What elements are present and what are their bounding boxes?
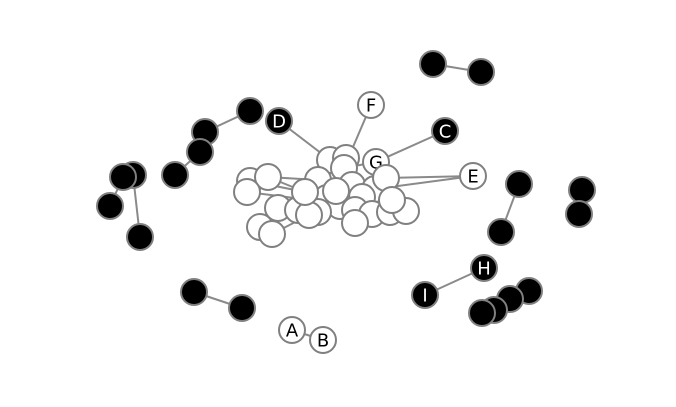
node-label: E	[467, 167, 478, 188]
node-label: D	[272, 112, 286, 133]
node-circle	[161, 161, 189, 189]
node-circle	[291, 178, 319, 206]
graph-node	[295, 201, 323, 229]
graph-node-b: B	[309, 326, 337, 354]
graph-node	[487, 218, 515, 246]
node-circle	[467, 58, 495, 86]
graph-node	[291, 178, 319, 206]
node-circle	[186, 138, 214, 166]
node-circle	[431, 117, 459, 145]
graph-edge	[385, 175, 474, 179]
node-circle	[419, 50, 447, 78]
node-label: C	[439, 122, 452, 143]
graph-node	[161, 161, 189, 189]
graph-node	[233, 178, 261, 206]
graph-node	[186, 138, 214, 166]
graph-node	[126, 223, 154, 251]
node-circle	[565, 200, 593, 228]
node-circle	[265, 107, 293, 135]
graph-node	[258, 220, 286, 248]
node-circle	[278, 316, 306, 344]
graph-node	[565, 200, 593, 228]
graph-node	[236, 97, 264, 125]
graph-node	[341, 209, 369, 237]
node-circle	[228, 294, 256, 322]
node-label: A	[286, 321, 299, 342]
graph-node-d: D	[265, 107, 293, 135]
node-circle	[126, 223, 154, 251]
graph-node-a: A	[278, 316, 306, 344]
node-circle	[470, 254, 498, 282]
graph-node	[505, 170, 533, 198]
node-circle	[459, 162, 487, 190]
node-circle	[258, 220, 286, 248]
node-circle	[254, 163, 282, 191]
node-label: B	[317, 331, 329, 352]
graph-node-c: C	[431, 117, 459, 145]
graph-node	[96, 192, 124, 220]
graph-node	[378, 186, 406, 214]
node-circle	[487, 218, 515, 246]
graph-node	[180, 278, 208, 306]
graph-node	[322, 177, 350, 205]
graph-node-h: H	[470, 254, 498, 282]
graph-node	[468, 299, 496, 327]
node-circle	[180, 278, 208, 306]
node-circle	[96, 192, 124, 220]
graph-node	[568, 176, 596, 204]
node-circle	[505, 170, 533, 198]
graph-node-f: F	[357, 91, 385, 119]
node-label: I	[422, 286, 427, 307]
node-circle	[322, 177, 350, 205]
node-circle	[568, 176, 596, 204]
node-label: H	[477, 259, 491, 280]
node-circle	[411, 281, 439, 309]
node-circle	[233, 178, 261, 206]
node-circle	[357, 91, 385, 119]
node-circle	[295, 201, 323, 229]
node-circle	[109, 163, 137, 191]
node-circle	[378, 186, 406, 214]
graph-node-e: E	[459, 162, 487, 190]
node-label: F	[366, 96, 376, 117]
graph-node	[109, 163, 137, 191]
graph-node	[467, 58, 495, 86]
graph-node	[254, 163, 282, 191]
node-circle	[468, 299, 496, 327]
graph-node	[419, 50, 447, 78]
graph-node	[228, 294, 256, 322]
node-circle	[309, 326, 337, 354]
node-circle	[236, 97, 264, 125]
graph-node-i: I	[411, 281, 439, 309]
node-circle	[341, 209, 369, 237]
